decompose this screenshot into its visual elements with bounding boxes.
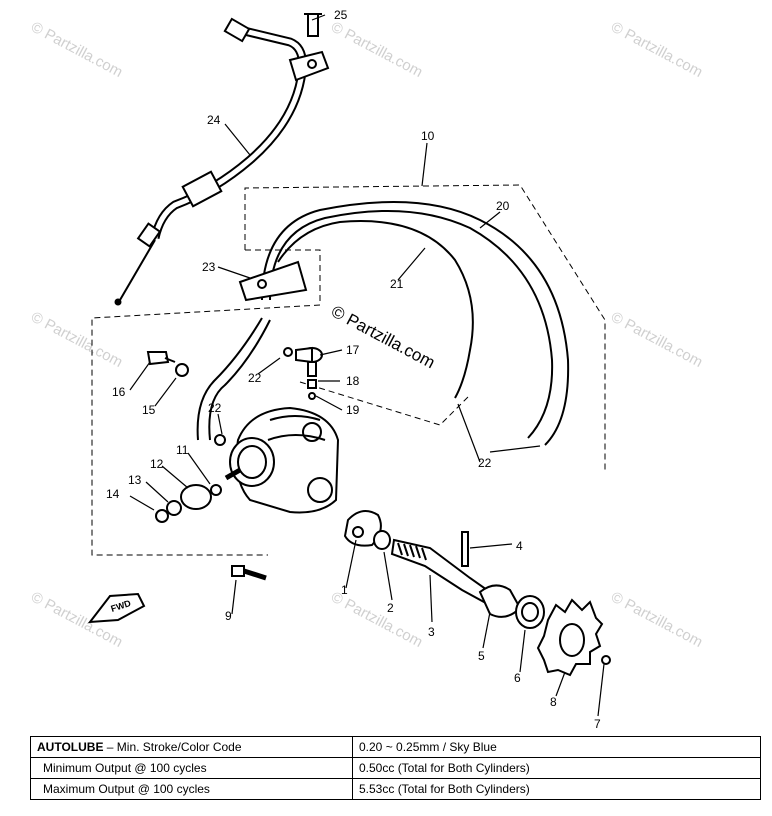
callout-22-lower: 22 bbox=[208, 401, 222, 415]
callout-5: 5 bbox=[478, 649, 485, 663]
spec-value: 0.50cc (Total for Both Cylinders) bbox=[352, 757, 761, 779]
callout-2: 2 bbox=[387, 601, 394, 615]
callout-3: 3 bbox=[428, 625, 435, 639]
spec-value: 0.20 ~ 0.25mm / Sky Blue bbox=[352, 736, 761, 758]
forward-indicator: FWD bbox=[87, 592, 146, 624]
spec-row: Maximum Output @ 100 cycles 5.53cc (Tota… bbox=[30, 778, 761, 800]
watermark: © Partzilla.com bbox=[328, 589, 425, 651]
callout-7: 7 bbox=[594, 717, 601, 730]
center-watermark: © Partzilla.com bbox=[328, 302, 438, 373]
callout-20: 20 bbox=[496, 199, 510, 213]
spec-value: 5.53cc (Total for Both Cylinders) bbox=[352, 778, 761, 800]
autolube-spec-table: AUTOLUBE – Min. Stroke/Color Code 0.20 ~… bbox=[30, 736, 761, 800]
leader-lines bbox=[129, 14, 605, 717]
callout-25: 24 bbox=[207, 113, 221, 127]
callout-22-upper: 22 bbox=[248, 371, 262, 385]
autolube-pump-exploded-diagram: © Partzilla.com © Partzilla.com © Partzi… bbox=[28, 8, 705, 730]
mounting-bolt bbox=[231, 565, 267, 581]
callout-13: 13 bbox=[128, 473, 142, 487]
callout-17: 17 bbox=[346, 343, 360, 357]
adjuster-bracket bbox=[288, 13, 330, 82]
callout-23: 22 bbox=[478, 456, 492, 470]
delivery-pipes bbox=[196, 201, 570, 446]
callout-26: 25 bbox=[334, 8, 348, 22]
callout-15: 15 bbox=[142, 403, 156, 417]
callout-4: 4 bbox=[516, 539, 523, 553]
pump-fasteners bbox=[146, 351, 226, 523]
spec-key: AUTOLUBE bbox=[37, 740, 104, 754]
watermark: © Partzilla.com bbox=[608, 19, 705, 81]
watermark: © Partzilla.com bbox=[28, 19, 125, 81]
callout-24: 23 bbox=[202, 260, 216, 274]
callout-19: 19 bbox=[346, 403, 360, 417]
callout-10: 10 bbox=[421, 129, 435, 143]
callout-11: 11 bbox=[176, 443, 189, 457]
spec-label: Maximum Output @ 100 cycles bbox=[30, 778, 353, 800]
spec-label: AUTOLUBE – Min. Stroke/Color Code bbox=[30, 736, 353, 758]
watermark: © Partzilla.com bbox=[28, 309, 125, 371]
spec-row: AUTOLUBE – Min. Stroke/Color Code 0.20 ~… bbox=[30, 736, 761, 758]
callout-1: 1 bbox=[341, 583, 348, 597]
callout-21: 21 bbox=[390, 277, 404, 291]
watermark: © Partzilla.com bbox=[608, 309, 705, 371]
spec-key-rest: – Min. Stroke/Color Code bbox=[103, 740, 242, 754]
pipe-clamp bbox=[238, 260, 308, 302]
callout-18: 18 bbox=[346, 374, 360, 388]
callout-14: 14 bbox=[106, 487, 120, 501]
banjo-fitting bbox=[283, 346, 323, 400]
watermark: © Partzilla.com bbox=[328, 19, 425, 81]
spec-label: Minimum Output @ 100 cycles bbox=[30, 757, 353, 779]
spec-row: Minimum Output @ 100 cycles 0.50cc (Tota… bbox=[30, 757, 761, 779]
watermark: © Partzilla.com bbox=[608, 589, 705, 651]
oil-pump-body bbox=[224, 406, 340, 514]
callout-9: 9 bbox=[225, 609, 232, 623]
callout-12: 12 bbox=[150, 457, 164, 471]
callout-8: 8 bbox=[550, 695, 557, 709]
pump-drive-assembly bbox=[343, 510, 611, 677]
callout-6: 6 bbox=[514, 671, 521, 685]
callout-16: 16 bbox=[112, 385, 126, 399]
dashed-outlines bbox=[91, 184, 606, 556]
callout-labels: 25 24 10 20 21 23 17 22 18 19 22 22 16 1… bbox=[106, 8, 601, 730]
